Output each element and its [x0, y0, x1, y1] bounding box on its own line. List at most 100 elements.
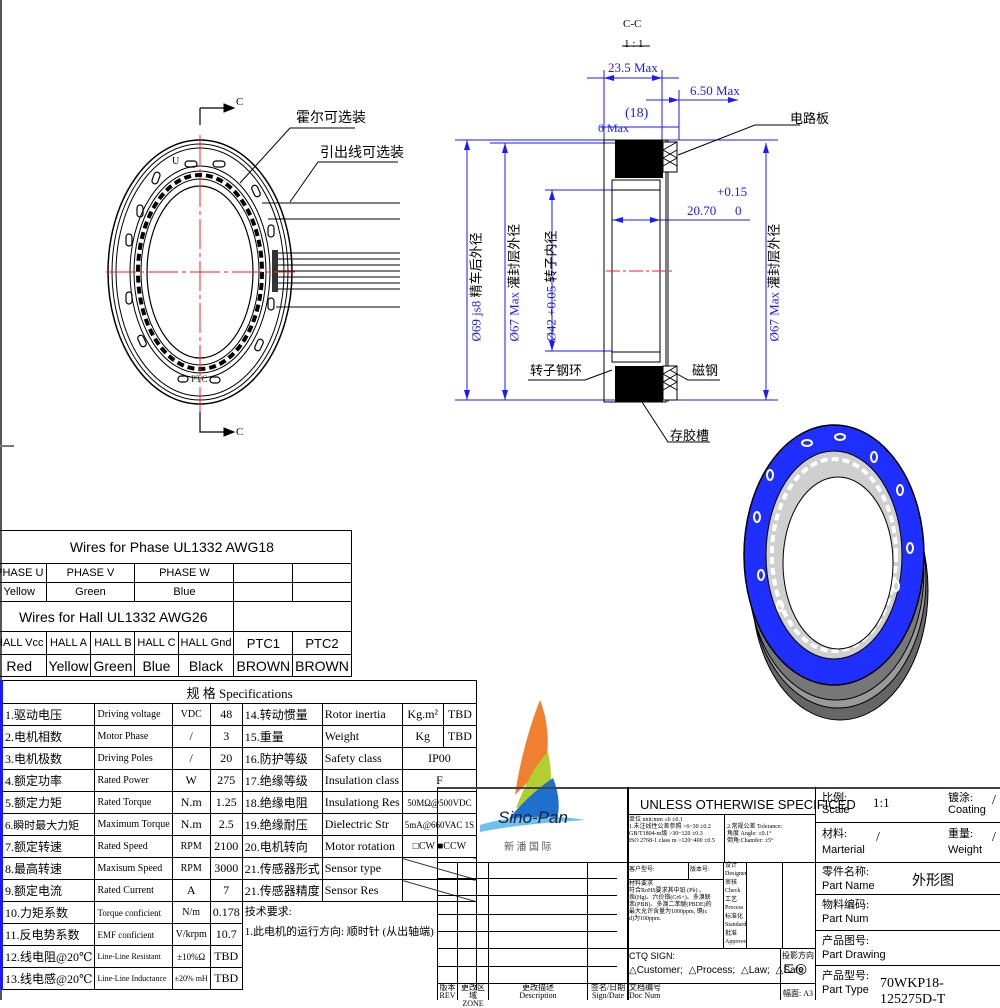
hall-header: PTC1: [233, 631, 294, 655]
spec-en: Sensor type: [321, 857, 403, 880]
spec-en: Maximum Torque: [94, 813, 173, 836]
part-type-value: 70WKP18-125275D-T: [880, 976, 946, 1007]
spec-cn: 10.力矩系数: [0, 901, 96, 924]
spec-en: Line-Line Inductance: [94, 967, 173, 990]
part-name-label: 零件名称:Part Name: [822, 866, 875, 892]
dim-od67-right: Ø67 Max 灌封层外径: [766, 223, 782, 342]
triangle-icon: △: [629, 965, 637, 976]
spec-value: 48: [209, 703, 243, 726]
spec-en: Driving voltage: [94, 703, 173, 726]
logo-text: Sino-Pan: [498, 808, 568, 827]
spec-en: Rated Torque: [94, 791, 173, 814]
spec-value: 7: [209, 879, 243, 902]
spec-empty: [401, 879, 478, 902]
hall-color: Green: [90, 654, 136, 677]
spec-unit: /: [171, 725, 211, 748]
phase-color: [292, 582, 352, 602]
spec-en: Torque conficient: [94, 901, 173, 924]
triangle-icon: △: [688, 965, 697, 976]
hall-color: Yellow: [45, 654, 92, 677]
ctq-sign: CTQ SIGN:: [629, 951, 676, 961]
cut-marker-bottom: C: [236, 426, 244, 438]
spec-cn: 13.线电感@20℃: [0, 967, 96, 990]
spec-unit: V/krpm: [171, 923, 211, 946]
spec-value: 2100: [209, 835, 243, 858]
part-num-label: 物料编码:Part Num: [822, 899, 870, 925]
spec-cn: 16.防护等级: [241, 747, 323, 770]
spec-en: EMF conficient: [94, 923, 173, 946]
spec-value: 3: [209, 725, 243, 748]
spec-value: 275: [209, 769, 243, 792]
spec-en: Driving Poles: [94, 747, 173, 770]
phase-header: PHASE W: [134, 563, 235, 583]
spec-cn: 21.传感器形式: [241, 857, 323, 880]
phase-color: Green: [45, 582, 136, 602]
spec-cn: 17.绝缘等级: [241, 769, 323, 792]
spec-en: Rated Current: [94, 879, 173, 902]
spec-en: Rotor inertia: [321, 703, 403, 726]
spec-unit: RPM: [171, 835, 211, 858]
dim-bore-tol-upper: +0.15: [717, 184, 748, 199]
cut-marker-top: C: [236, 96, 244, 108]
spec-en: Insulationg Res: [321, 791, 403, 814]
hall-header: HALL B: [90, 631, 136, 655]
callout-glue-groove: 存胶槽: [670, 428, 710, 443]
phase-color: [233, 582, 294, 602]
wires-table: Wires for Phase UL1332 AWG18 PHASE U PHA…: [0, 530, 352, 677]
hall-header: HALL A: [45, 631, 92, 655]
callout-rotor-ring: 转子钢环: [530, 363, 583, 378]
spec-unit: N/m: [171, 901, 211, 924]
coating-label: 镀涂:Coating: [948, 792, 986, 816]
motor-rotation-checkbox: □CW ■CCW: [401, 835, 478, 858]
hall-wires-title: Wires for Hall UL1332 AWG26: [0, 601, 235, 632]
spec-cn: 1.驱动电压: [0, 703, 96, 726]
spec-cn: 21.传感器精度: [241, 879, 323, 902]
hall-header: PTC2: [292, 631, 352, 655]
ctq-items: △Customer; △Process; △Law; △Safe: [629, 965, 804, 976]
ptc-label: PTC: [191, 374, 208, 384]
spec-cn: 3.电机极数: [0, 747, 96, 770]
part-type-label: 产品型号:Part Type: [822, 970, 870, 996]
dim-od67: Ø67 Max 灌封层外径: [506, 223, 522, 342]
callout-pcb: 电路板: [790, 111, 830, 126]
spec-en: Insulation class: [321, 769, 403, 792]
projection-symbol-icon: ⊏◎: [783, 962, 808, 977]
spec-en: Line-Line Resistant: [94, 945, 173, 968]
spec-value: 10.7: [209, 923, 243, 946]
unless-specified: UNLESS OTHERWISE SPECIFICED: [640, 797, 856, 812]
triangle-icon: △: [741, 965, 749, 976]
spec-cn: 8.最高转速: [0, 857, 96, 880]
part-name-value: 外形图: [912, 874, 954, 889]
spec-table: 规 格 Specifications 1.驱动电压 Driving voltag…: [0, 680, 478, 990]
spec-en: Maxisum Speed: [94, 857, 173, 880]
section-view: [455, 45, 800, 443]
spec-cn: 11.反电势系数: [0, 923, 96, 946]
callout-magnet: 磁钢: [692, 363, 719, 378]
spec-cn: 6.瞬时最大力矩: [0, 813, 96, 836]
render-3d: [743, 424, 929, 721]
sino-pan-logo-graphic: [480, 700, 585, 832]
spec-cn: 20.电机转向: [241, 835, 323, 858]
spec-value: IP00: [401, 747, 478, 770]
phase-header: [233, 563, 294, 583]
spec-en: Safety class: [321, 747, 403, 770]
hall-color: Red: [0, 654, 47, 677]
phase-color: Yellow: [0, 582, 47, 602]
spec-unit: VDC: [171, 703, 211, 726]
spec-unit: ±10%Ω: [171, 945, 211, 968]
coating-value: /: [992, 793, 996, 808]
spec-unit: Kg: [401, 725, 444, 748]
spec-value: 1.25: [209, 791, 243, 814]
spec-cn: 15.重量: [241, 725, 323, 748]
spec-cn: 2.电机相数: [0, 725, 96, 748]
dim-left: 0 Max: [598, 121, 629, 135]
section-label: C-C: [623, 18, 642, 30]
spec-value: TBD: [209, 967, 243, 990]
u-label: U: [172, 156, 180, 167]
dim-id42: Ø42 +0.05 转子内径: [543, 230, 559, 342]
spec-cn: 12.线电阻@20℃: [0, 945, 96, 968]
spec-en: Motor rotation: [321, 835, 403, 858]
